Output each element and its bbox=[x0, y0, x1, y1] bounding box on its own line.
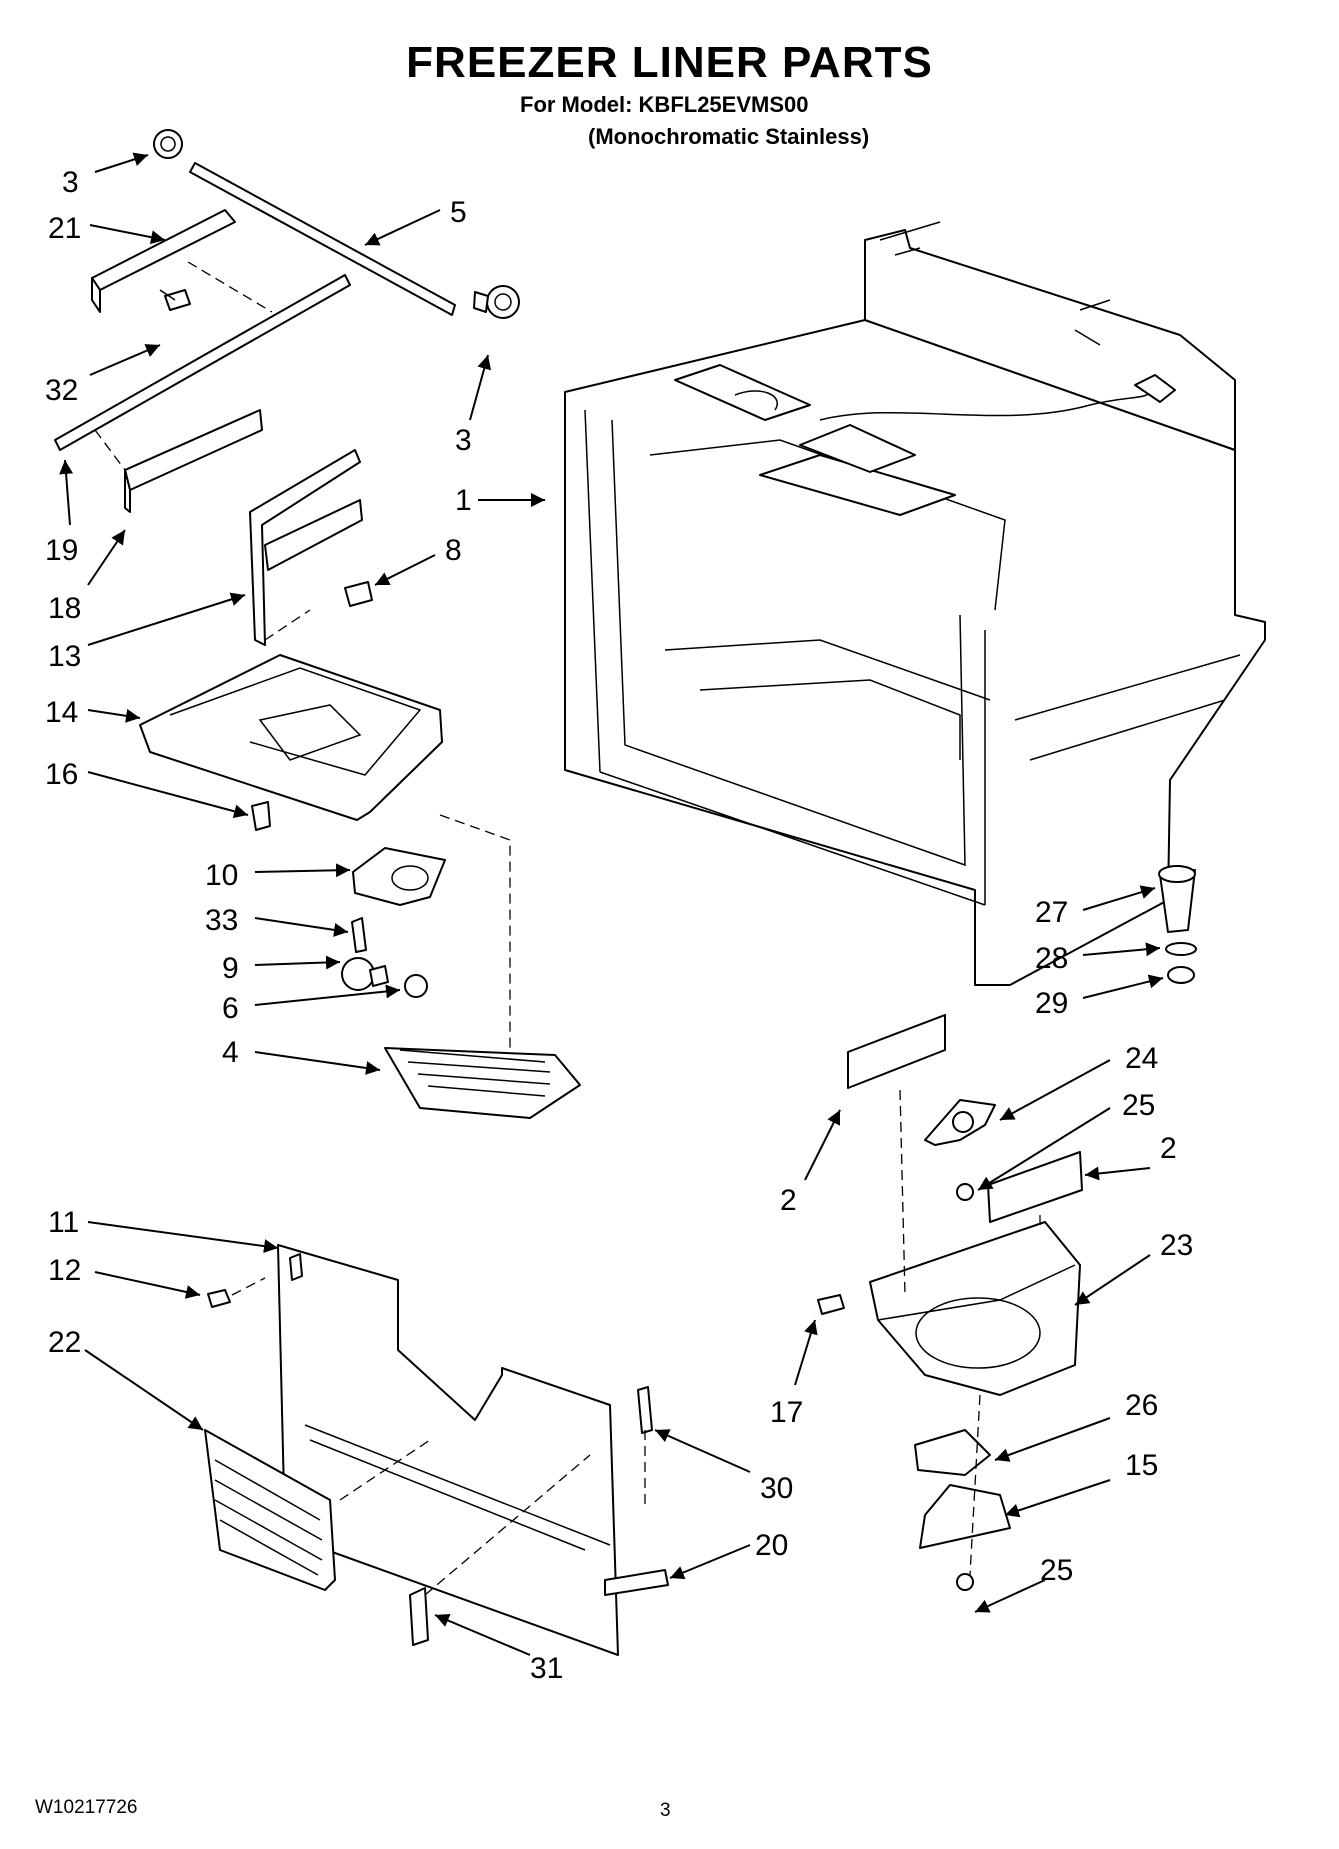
callout-11: 11 bbox=[48, 1206, 79, 1239]
light-components bbox=[341, 814, 581, 1119]
callout-16: 16 bbox=[45, 758, 78, 791]
callout-33: 33 bbox=[205, 904, 238, 937]
callout-31: 31 bbox=[530, 1652, 563, 1685]
callout-22: 22 bbox=[48, 1326, 81, 1359]
callout-21: 21 bbox=[48, 212, 81, 245]
callout-28: 28 bbox=[1035, 942, 1068, 975]
page-number: 3 bbox=[660, 1800, 671, 1821]
leader-lines bbox=[59, 152, 1164, 1656]
fan-assembly bbox=[817, 1014, 1083, 1591]
callout-6: 6 bbox=[222, 992, 239, 1025]
light-housing bbox=[139, 654, 443, 831]
callout-17: 17 bbox=[770, 1396, 803, 1429]
callout-23: 23 bbox=[1160, 1229, 1193, 1262]
callout-4: 4 bbox=[222, 1036, 239, 1069]
bracket-and-screw bbox=[249, 449, 373, 646]
callout-3-top-gear: 3 bbox=[62, 166, 79, 199]
page-title: FREEZER LINER PARTS bbox=[406, 38, 933, 87]
callout-27: 27 bbox=[1035, 896, 1068, 929]
callout-2-right-pad: 2 bbox=[1160, 1132, 1177, 1165]
callout-26: 26 bbox=[1125, 1389, 1158, 1422]
callout-labels: 3 21 5 32 3 19 1 18 8 13 14 16 10 33 9 6… bbox=[45, 166, 1193, 1685]
callout-13: 13 bbox=[48, 640, 81, 673]
callout-24: 24 bbox=[1125, 1042, 1158, 1075]
callout-2-left-pad: 2 bbox=[780, 1184, 797, 1217]
callout-29: 29 bbox=[1035, 987, 1068, 1020]
callout-15: 15 bbox=[1125, 1449, 1158, 1482]
callout-25-upper: 25 bbox=[1122, 1089, 1155, 1122]
callout-8: 8 bbox=[445, 534, 462, 567]
callout-12: 12 bbox=[48, 1254, 81, 1287]
model-line: For Model: KBFL25EVMS00 bbox=[520, 92, 809, 117]
callout-30: 30 bbox=[760, 1472, 793, 1505]
callout-5: 5 bbox=[450, 196, 467, 229]
callout-20: 20 bbox=[755, 1529, 788, 1562]
callout-25-lower: 25 bbox=[1040, 1554, 1073, 1587]
callout-19: 19 bbox=[45, 534, 78, 567]
drain-parts bbox=[1158, 865, 1197, 984]
callout-10: 10 bbox=[205, 859, 238, 892]
callout-1: 1 bbox=[455, 484, 472, 517]
callout-14: 14 bbox=[45, 696, 78, 729]
document-number: W10217726 bbox=[35, 1797, 138, 1818]
rails bbox=[54, 209, 351, 513]
callout-3-right-gear: 3 bbox=[455, 424, 472, 457]
callout-32: 32 bbox=[45, 374, 78, 407]
rear-panel bbox=[204, 1244, 669, 1656]
variant-line: (Monochromatic Stainless) bbox=[588, 124, 870, 149]
callout-9: 9 bbox=[222, 952, 239, 985]
shaft-and-gears bbox=[153, 129, 520, 319]
freezer-liner-drawing bbox=[564, 221, 1266, 986]
callout-18: 18 bbox=[48, 592, 81, 625]
